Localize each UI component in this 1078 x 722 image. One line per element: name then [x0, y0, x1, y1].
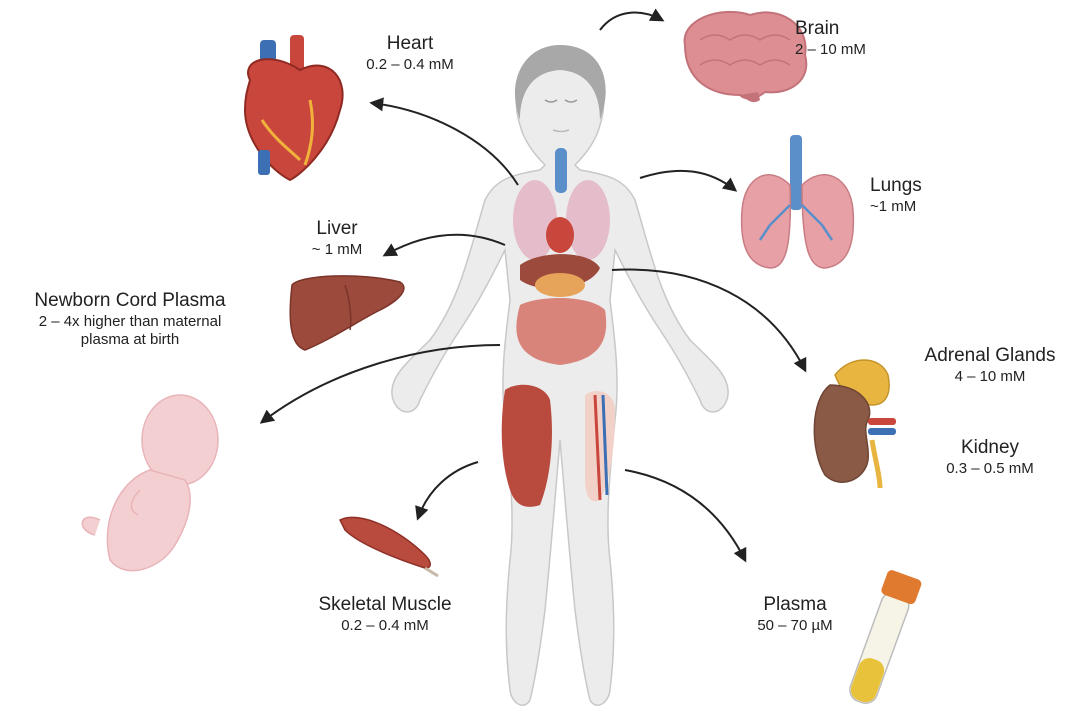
heart-icon: [245, 35, 343, 180]
heart-value: 0.2 – 0.4 mM: [350, 56, 470, 74]
newborn-value: 2 – 4x higher than maternal: [0, 313, 260, 331]
muscle-icon: [340, 517, 438, 576]
kidney-label: Kidney 0.3 – 0.5 mM: [920, 437, 1060, 478]
muscle-name: Skeletal Muscle: [295, 594, 475, 617]
adrenal-name: Adrenal Glands: [910, 345, 1070, 368]
brain-icon: [685, 12, 807, 102]
newborn-name: Newborn Cord Plasma: [0, 290, 260, 313]
liver-icon: [290, 276, 404, 350]
arrow-lungs: [640, 171, 735, 190]
fetus-icon: [82, 395, 218, 571]
plasma-name: Plasma: [735, 594, 855, 617]
newborn-value2: plasma at birth: [0, 331, 260, 349]
heart-label: Heart 0.2 – 0.4 mM: [350, 33, 470, 74]
arrow-muscle: [418, 462, 478, 518]
lungs-value: ~1 mM: [870, 198, 960, 216]
adrenal-value: 4 – 10 mM: [910, 368, 1070, 386]
kidney-value: 0.3 – 0.5 mM: [920, 460, 1060, 478]
arrow-plasma: [625, 470, 745, 560]
muscle-value: 0.2 – 0.4 mM: [295, 617, 475, 635]
lungs-name: Lungs: [870, 175, 960, 198]
kidney-name: Kidney: [920, 437, 1060, 460]
brain-name: Brain: [795, 18, 925, 41]
plasma-label: Plasma 50 – 70 µM: [735, 594, 855, 635]
liver-value: ~ 1 mM: [292, 241, 382, 259]
arrow-newborn: [262, 345, 500, 422]
arrow-heart: [372, 103, 518, 185]
liver-label: Liver ~ 1 mM: [292, 218, 382, 259]
plasma-value: 50 – 70 µM: [735, 617, 855, 635]
heart-name: Heart: [350, 33, 470, 56]
blood-tube-icon: [843, 569, 923, 708]
brain-label: Brain 2 – 10 mM: [795, 18, 925, 59]
liver-name: Liver: [292, 218, 382, 241]
newborn-label: Newborn Cord Plasma 2 – 4x higher than m…: [0, 290, 260, 349]
muscle-label: Skeletal Muscle 0.2 – 0.4 mM: [295, 594, 475, 635]
brain-value: 2 – 10 mM: [795, 41, 925, 59]
lungs-label: Lungs ~1 mM: [870, 175, 960, 216]
arrow-brain: [600, 13, 662, 30]
lungs-icon: [742, 135, 854, 268]
kidney-adrenal-icon: [814, 360, 896, 488]
adrenal-label: Adrenal Glands 4 – 10 mM: [910, 345, 1070, 386]
